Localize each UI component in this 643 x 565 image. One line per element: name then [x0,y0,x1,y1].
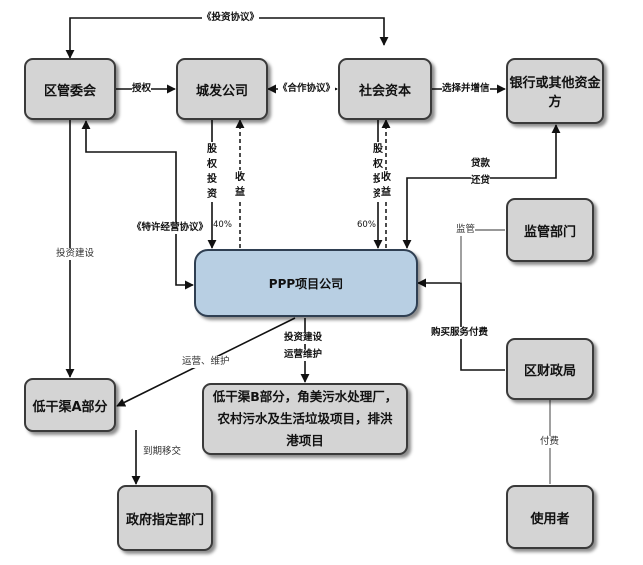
authorization-label: 授权 [132,83,152,95]
invest-build-operate-label-2: 运营维护 [284,349,323,361]
gov-designated-dept-label: 政府指定部门 [125,512,204,528]
supervision-dept-label: 监管部门 [523,224,576,240]
purchase-service-label: 购买服务付费 [431,327,489,339]
returns-left-label: 收益 [234,170,246,200]
section-b-projects-node: 低干渠B部分，角美污水处理厂，农村污水及生活垃圾项目，排洪港项目 [202,383,408,455]
social-capital-node: 社会资本 [338,58,432,120]
users-node: 使用者 [506,485,594,549]
cooperation-agreement-label: 《合作协议》 [278,83,336,95]
pct-right-label: 60% [357,220,376,230]
finance-bureau-node: 区财政局 [506,338,594,400]
finance-bureau-label: 区财政局 [523,363,576,379]
concession-agreement-connector [81,120,194,290]
supervision-line [460,229,505,283]
banks-node: 银行或其他资金方 [506,58,604,124]
urban-dev-company-label: 城发公司 [195,83,248,99]
banks-label: 银行或其他资金方 [509,76,601,110]
select-credit-label: 选择并增信 [442,83,490,95]
district-committee-label: 区管委会 [43,83,96,99]
pay-fee-label: 付费 [540,436,560,448]
urban-dev-company-node: 城发公司 [176,58,268,120]
social-capital-label: 社会资本 [358,83,411,99]
supervision-label: 监管 [456,224,476,236]
invest-build-operate-label-1: 投资建设 [284,332,323,344]
operate-maintain-label: 运营、维护 [182,356,230,368]
section-b-projects-label: 低干渠B部分，角美污水处理厂，农村污水及生活垃圾项目，排洪港项目 [212,389,398,448]
gov-designated-dept-node: 政府指定部门 [117,485,213,551]
investment-agreement-connector [65,17,389,59]
ppp-company-node: PPP项目公司 [194,249,418,317]
district-committee-node: 区管委会 [24,58,116,120]
purchase-service-connector [417,278,505,371]
pct-left-label: 40% [213,220,232,230]
invest-build-label: 投资建设 [56,248,95,260]
handover-label: 到期移交 [143,446,182,458]
section-a-node: 低干渠A部分 [24,378,116,432]
concession-agreement-label: 《特许经营协议》 [132,222,209,234]
ppp-company-label: PPP项目公司 [268,276,344,291]
returns-right-label: 收益 [380,170,392,200]
supervision-dept-node: 监管部门 [506,198,594,262]
users-label: 使用者 [530,511,570,527]
equity-left-label: 股权投资 [206,142,218,202]
repay-label: 还贷 [471,175,491,187]
section-a-label: 低干渠A部分 [32,399,108,415]
loan-label: 贷款 [471,158,491,170]
investment-agreement-label: 《投资协议》 [202,12,260,24]
